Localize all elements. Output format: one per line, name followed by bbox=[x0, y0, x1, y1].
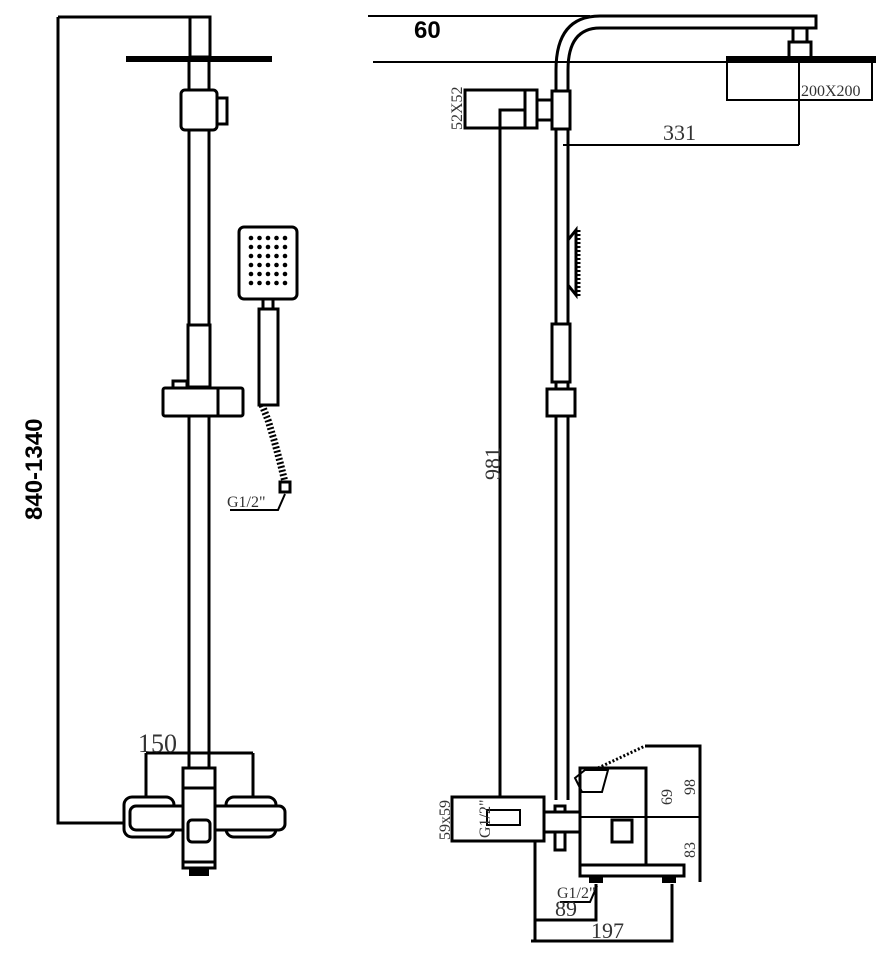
nozzle-dot bbox=[282, 280, 288, 286]
side-outlet-left bbox=[589, 876, 603, 883]
head-swivel bbox=[787, 40, 813, 60]
nozzle-dot bbox=[265, 280, 271, 286]
body-height-label: 83 bbox=[682, 842, 699, 858]
hand-shower-holder bbox=[161, 386, 245, 418]
handle-height-label: 69 bbox=[659, 789, 676, 805]
arm-connector bbox=[791, 26, 809, 44]
nozzle-dot bbox=[282, 262, 288, 268]
hose-leader-line bbox=[230, 493, 286, 511]
side-diverter-stem bbox=[535, 98, 554, 122]
nozzle-dot bbox=[274, 280, 279, 286]
nozzle-dot bbox=[274, 262, 279, 268]
hand-shower-nozzles bbox=[248, 235, 288, 286]
nozzle-dot bbox=[257, 244, 262, 250]
side-view: 60 200X200 52X52 981 331 59x59 G1/2" bbox=[368, 14, 876, 943]
nozzle-dot bbox=[257, 235, 262, 241]
side-diverter-collar bbox=[550, 89, 572, 131]
diverter-block bbox=[179, 88, 219, 132]
side-slide-pipe bbox=[550, 322, 572, 384]
nozzle-dot bbox=[257, 262, 262, 268]
nozzle-dot bbox=[274, 244, 279, 250]
nozzle-dot bbox=[248, 253, 254, 259]
nozzle-dot bbox=[282, 244, 288, 250]
riser-height-dimension bbox=[498, 108, 525, 800]
arm-reach-label: 331 bbox=[663, 120, 696, 145]
nozzle-dot bbox=[265, 235, 271, 241]
outlet-offset-dimension bbox=[533, 841, 598, 941]
nozzle-dot bbox=[282, 271, 288, 277]
mixer-outlet bbox=[189, 868, 209, 876]
inlet-pipe bbox=[486, 809, 521, 826]
mixer-handle bbox=[186, 818, 212, 844]
hand-shower-connection-label: G1/2" bbox=[227, 494, 266, 511]
wall-flange bbox=[450, 795, 546, 843]
top-connector bbox=[188, 15, 212, 59]
hand-shower-handle bbox=[257, 307, 280, 407]
nozzle-dot bbox=[257, 280, 262, 286]
outlet-offset-label: 89 bbox=[555, 896, 577, 921]
spout-projection-label: 197 bbox=[591, 918, 624, 943]
side-handle-lever bbox=[573, 769, 610, 793]
nozzle-dot bbox=[248, 262, 254, 268]
nozzle-dot bbox=[274, 271, 279, 277]
side-outlet-right bbox=[662, 876, 676, 883]
nozzle-dot bbox=[274, 235, 279, 241]
inlet-thread-label: G1/2" bbox=[477, 799, 494, 838]
rain-shower-head bbox=[126, 56, 272, 62]
spout-height-label: 98 bbox=[682, 779, 699, 795]
spout-projection-dimension bbox=[531, 884, 674, 943]
shower-arm bbox=[554, 14, 818, 92]
nozzle-dot bbox=[265, 253, 271, 259]
outlet-thread-label: G1/2" bbox=[557, 885, 596, 902]
nozzle-dot bbox=[248, 280, 254, 286]
flange-size-label: 59x59 bbox=[437, 800, 454, 840]
side-holder bbox=[545, 387, 577, 418]
height-range-label: 840-1340 bbox=[21, 419, 48, 520]
slide-pipe bbox=[186, 323, 212, 389]
nozzle-dot bbox=[257, 271, 262, 277]
arm-offset-label: 60 bbox=[414, 17, 441, 44]
riser-height-label: 981 bbox=[480, 447, 505, 480]
nozzle-dot bbox=[248, 244, 254, 250]
holder-clip bbox=[171, 379, 189, 390]
diverter-size-label: 52X52 bbox=[449, 86, 466, 130]
height-dimension-line bbox=[56, 15, 210, 825]
nozzle-dot bbox=[257, 253, 262, 259]
nozzle-dot bbox=[248, 235, 254, 241]
nozzle-dot bbox=[248, 271, 254, 277]
nozzle-dot bbox=[274, 253, 279, 259]
mixer-center-block bbox=[181, 766, 217, 870]
hose-connector bbox=[278, 480, 292, 494]
nozzle-dot bbox=[282, 253, 288, 259]
nozzle-dot bbox=[265, 244, 271, 250]
nozzle-dot bbox=[282, 235, 288, 241]
head-size-label: 200X200 bbox=[801, 83, 861, 100]
nozzle-dot bbox=[265, 262, 271, 268]
spout-height-dimension bbox=[645, 744, 702, 882]
side-mixer-base bbox=[578, 863, 686, 878]
side-spout-pipe bbox=[610, 818, 634, 844]
shower-hose bbox=[258, 403, 289, 483]
nozzle-dot bbox=[265, 271, 271, 277]
mixer-spacing-label: 150 bbox=[138, 729, 177, 758]
diverter-knob bbox=[215, 96, 229, 126]
front-view: 840-1340 G1/2" 150 bbox=[21, 15, 299, 876]
